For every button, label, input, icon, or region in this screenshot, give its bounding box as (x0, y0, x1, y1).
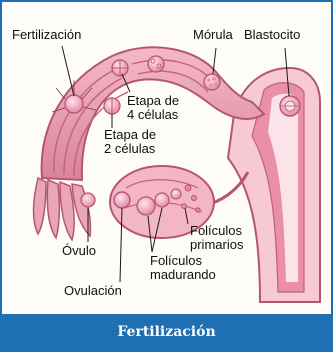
fimbriae (34, 178, 91, 240)
label-morula: Mórula (193, 28, 233, 41)
maturing-follicle (171, 189, 181, 199)
ovum (81, 193, 95, 207)
label-ovulo: Óvulo (62, 244, 96, 257)
label-ovulacion: Ovulación (64, 284, 122, 297)
four-cell-embryo (112, 60, 128, 76)
figure-caption: Fertilización (2, 314, 331, 350)
dividing-embryo (148, 56, 164, 72)
label-etapa-4-celulas-line1: Etapa de (127, 94, 179, 107)
label-foliculos-primarios-line2: primarios (190, 238, 243, 251)
label-etapa-4-celulas-line2: 4 células (127, 108, 178, 121)
maturing-follicle (137, 197, 155, 215)
ovulating-follicle (114, 192, 130, 208)
label-blastocito: Blastocito (244, 28, 300, 41)
maturing-follicle (155, 193, 169, 207)
label-etapa-2-celulas-line2: 2 células (104, 142, 155, 155)
two-cell-embryo (104, 98, 120, 114)
label-foliculos-madurando-line2: madurando (150, 268, 216, 281)
label-fertilizacion: Fertilización (12, 28, 81, 41)
blastocyst (280, 96, 300, 116)
label-etapa-2-celulas-line1: Etapa de (104, 128, 156, 141)
morula (204, 74, 220, 90)
label-foliculos-madurando-line1: Folículos (150, 254, 202, 267)
label-foliculos-primarios-line1: Folículos (190, 224, 242, 237)
